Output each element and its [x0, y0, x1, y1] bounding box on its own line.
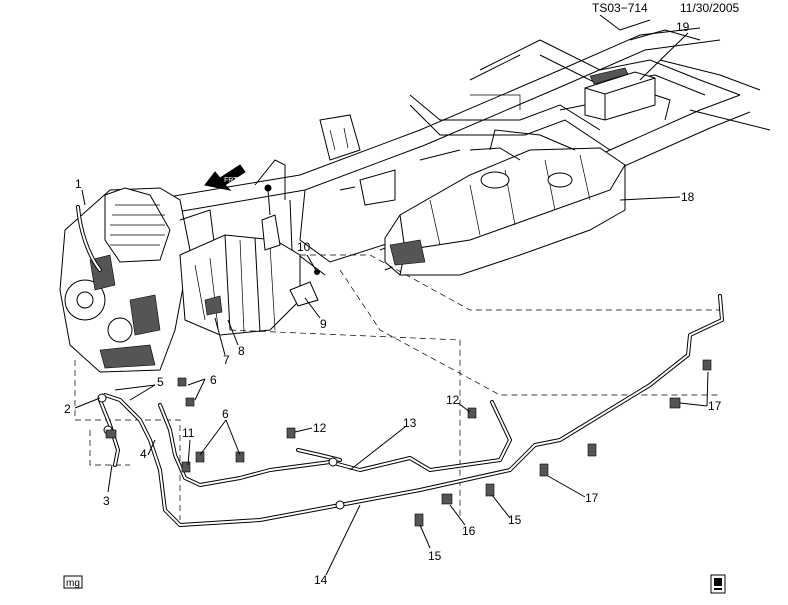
- callout-3: 3: [103, 494, 110, 508]
- footer-badge-text: mg: [66, 578, 80, 589]
- callout-6b: 6: [222, 407, 229, 421]
- transmission: [179, 184, 320, 336]
- diagram-ref: TS03−714: [592, 1, 648, 15]
- clip: [105, 429, 117, 439]
- callout-9: 9: [320, 317, 327, 331]
- manual-icon: [710, 574, 726, 594]
- callout-14: 14: [314, 573, 328, 587]
- callout-12: 12: [313, 421, 327, 435]
- engine: [59, 187, 216, 373]
- callout-5: 5: [157, 375, 164, 389]
- callout-labels: 1 2 3 4 5 6 6 7 8 9 10 11 12 12 13 14 15…: [64, 20, 722, 587]
- evap-canister: [559, 67, 671, 121]
- clip: [587, 443, 597, 457]
- clip: [286, 427, 296, 439]
- callout-leaders: [74, 32, 709, 576]
- clip: [181, 461, 191, 473]
- callout-8: 8: [238, 344, 245, 358]
- footer-badge: mg: [63, 575, 83, 589]
- callout-7: 7: [223, 353, 230, 367]
- front-arrow-text: FRT: [224, 177, 238, 184]
- callout-4: 4: [140, 447, 147, 461]
- clip: [485, 483, 495, 497]
- clip: [441, 493, 453, 505]
- clip: [177, 377, 187, 387]
- clip: [195, 451, 205, 463]
- clip: [185, 397, 195, 407]
- clip: [702, 359, 712, 371]
- fuel-lines: [97, 294, 724, 527]
- fuel-tank: [384, 129, 626, 276]
- callout-17: 17: [708, 399, 722, 413]
- front-arrow-icon: FRT: [204, 164, 246, 191]
- callout-17b: 17: [585, 491, 599, 505]
- callout-1: 1: [75, 177, 82, 191]
- line-clips: [105, 359, 712, 527]
- callout-18: 18: [681, 190, 695, 204]
- clip: [235, 451, 245, 463]
- callout-2: 2: [64, 402, 71, 416]
- clip: [669, 397, 681, 409]
- callout-10: 10: [297, 240, 311, 254]
- diagram-date: 11/30/2005: [680, 1, 739, 15]
- callout-12b: 12: [446, 393, 460, 407]
- callout-16: 16: [462, 524, 476, 538]
- callout-11: 11: [182, 426, 195, 440]
- clip: [539, 463, 549, 477]
- callout-6: 6: [210, 373, 217, 387]
- callout-13: 13: [403, 416, 417, 430]
- callout-15: 15: [508, 513, 522, 527]
- callout-19: 19: [676, 20, 690, 34]
- clip: [414, 513, 424, 527]
- callout-15b: 15: [428, 549, 442, 563]
- clip: [467, 407, 477, 419]
